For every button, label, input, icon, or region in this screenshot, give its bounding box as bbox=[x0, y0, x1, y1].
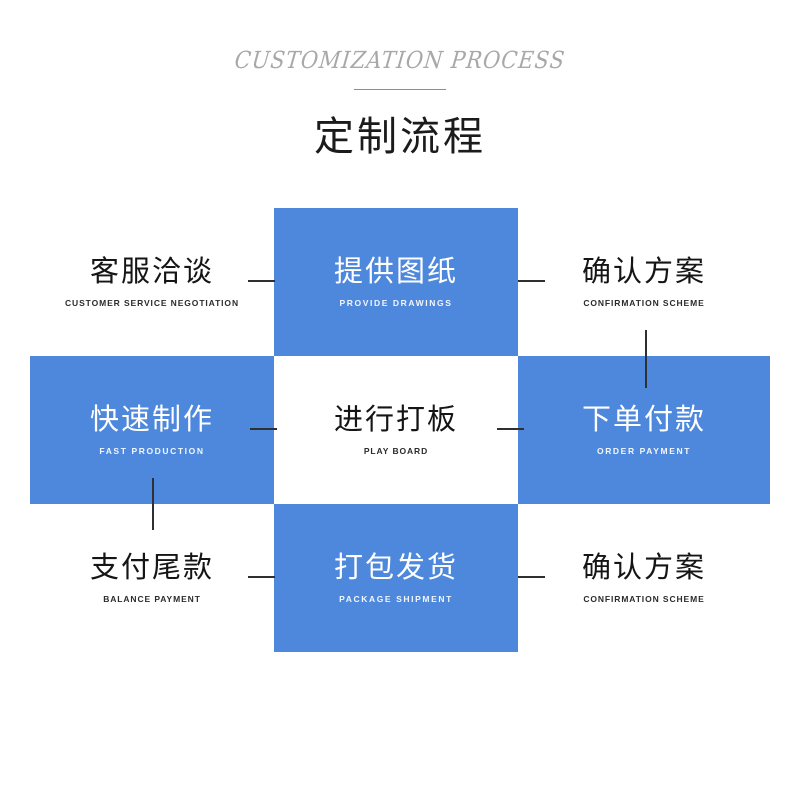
step-subtitle: PLAY BOARD bbox=[363, 446, 429, 457]
process-step-3[interactable]: 确认方案 CONFIRMATION SCHEME bbox=[518, 208, 770, 356]
step-title: 下单付款 bbox=[581, 401, 706, 436]
step-subtitle: PACKAGE SHIPMENT bbox=[339, 594, 453, 605]
step-subtitle: CONFIRMATION SCHEME bbox=[583, 594, 705, 605]
process-grid: 客服洽谈 CUSTOMER SERVICE NEGOTIATION 提供图纸 P… bbox=[30, 208, 770, 652]
step-title: 确认方案 bbox=[581, 549, 706, 584]
step-subtitle: CUSTOMER SERVICE NEGOTIATION bbox=[65, 298, 239, 309]
connector-step5-step4 bbox=[250, 428, 277, 430]
connector-step8-step9 bbox=[518, 576, 545, 578]
connector-step4-step7 bbox=[152, 478, 154, 530]
connector-step6-step5 bbox=[497, 428, 524, 430]
process-step-7[interactable]: 支付尾款 BALANCE PAYMENT bbox=[30, 504, 274, 652]
process-step-5[interactable]: 进行打板 PLAY BOARD bbox=[274, 356, 518, 504]
connector-step7-step8 bbox=[248, 576, 275, 578]
connector-step1-step2 bbox=[248, 280, 275, 282]
step-title: 打包发货 bbox=[333, 549, 458, 584]
step-title: 支付尾款 bbox=[89, 549, 214, 584]
step-subtitle: CONFIRMATION SCHEME bbox=[583, 298, 705, 309]
step-title: 快速制作 bbox=[89, 401, 214, 436]
header-eyebrow: CUSTOMIZATION PROCESS bbox=[233, 46, 567, 74]
step-title: 提供图纸 bbox=[333, 253, 458, 288]
process-step-9[interactable]: 确认方案 CONFIRMATION SCHEME bbox=[518, 504, 770, 652]
process-step-1[interactable]: 客服洽谈 CUSTOMER SERVICE NEGOTIATION bbox=[30, 208, 274, 356]
step-title: 进行打板 bbox=[333, 401, 458, 436]
connector-step3-step6 bbox=[645, 330, 647, 388]
connector-step2-step3 bbox=[518, 280, 545, 282]
step-subtitle: ORDER PAYMENT bbox=[596, 446, 691, 457]
step-subtitle: BALANCE PAYMENT bbox=[103, 594, 201, 605]
step-title: 确认方案 bbox=[581, 253, 706, 288]
header-divider bbox=[354, 89, 446, 90]
step-subtitle: FAST PRODUCTION bbox=[99, 446, 205, 457]
step-subtitle: PROVIDE DRAWINGS bbox=[339, 298, 453, 309]
page-header: CUSTOMIZATION PROCESS 定制流程 bbox=[0, 0, 800, 162]
process-step-6[interactable]: 下单付款 ORDER PAYMENT bbox=[518, 356, 770, 504]
process-step-8[interactable]: 打包发货 PACKAGE SHIPMENT bbox=[274, 504, 518, 652]
step-title: 客服洽谈 bbox=[89, 253, 214, 288]
page-title: 定制流程 bbox=[314, 114, 486, 160]
process-step-2[interactable]: 提供图纸 PROVIDE DRAWINGS bbox=[274, 208, 518, 356]
